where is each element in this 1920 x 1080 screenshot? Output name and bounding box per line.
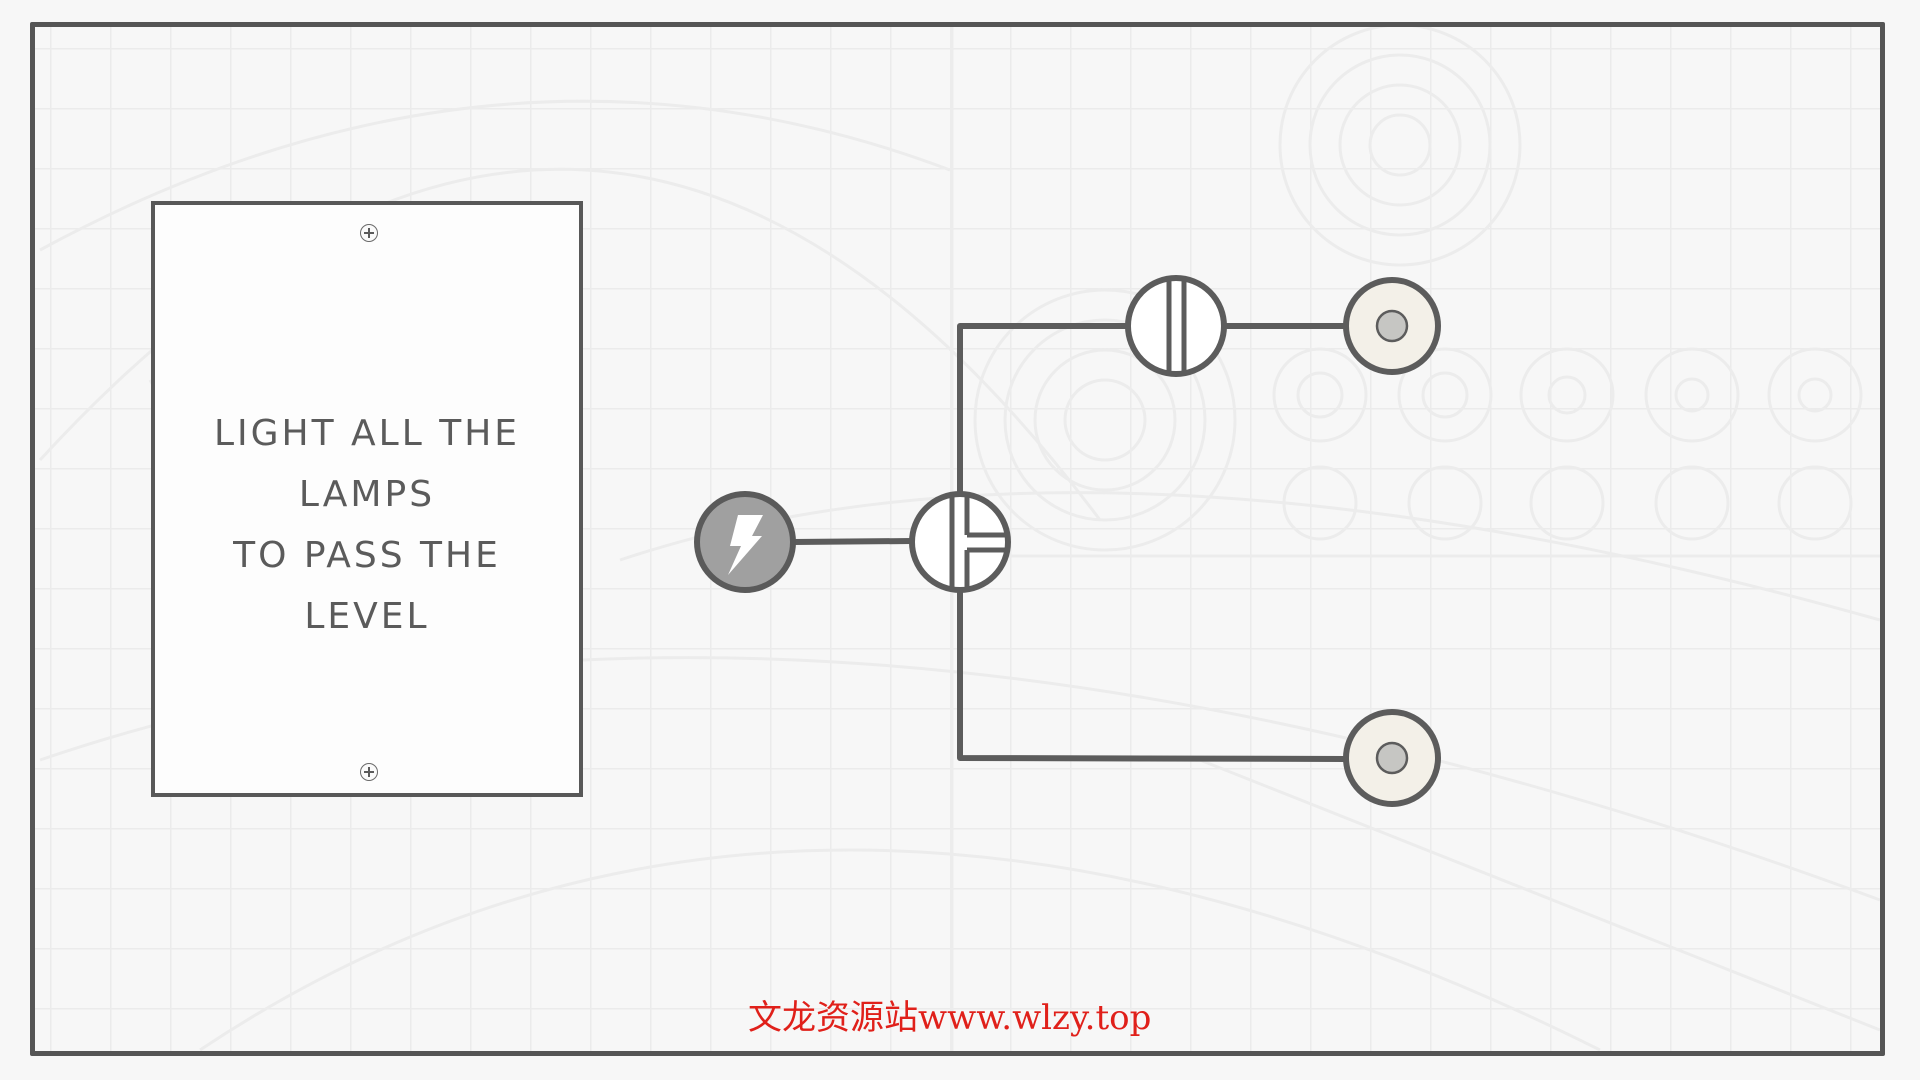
wire <box>957 323 1131 497</box>
instruction-line: LIGHT ALL THE <box>213 413 521 454</box>
lamp-top <box>1343 277 1441 375</box>
t-junction-rotator[interactable] <box>909 491 1011 593</box>
straight-connector-rotator[interactable] <box>1125 275 1227 377</box>
lamp-bulb-icon <box>1375 309 1409 343</box>
instruction-line: TO PASS THE <box>233 535 501 576</box>
screw-icon <box>360 224 378 242</box>
power-source <box>694 491 796 593</box>
instruction-text: LIGHT ALL THE LAMPS TO PASS THE LEVEL <box>155 403 579 647</box>
board-frame <box>30 22 1885 1056</box>
wire <box>790 538 915 545</box>
watermark: 文龙资源站www.wlzy.top <box>748 998 1152 1038</box>
instruction-line: LAMPS <box>298 474 436 515</box>
screw-icon <box>360 763 378 781</box>
lamp-bottom <box>1343 709 1441 807</box>
lamp-bulb-icon <box>1375 741 1409 775</box>
instruction-line: LEVEL <box>304 596 430 637</box>
instruction-panel: LIGHT ALL THE LAMPS TO PASS THE LEVEL <box>151 201 583 797</box>
lightning-bolt-icon <box>728 515 763 575</box>
wire <box>957 587 1348 762</box>
